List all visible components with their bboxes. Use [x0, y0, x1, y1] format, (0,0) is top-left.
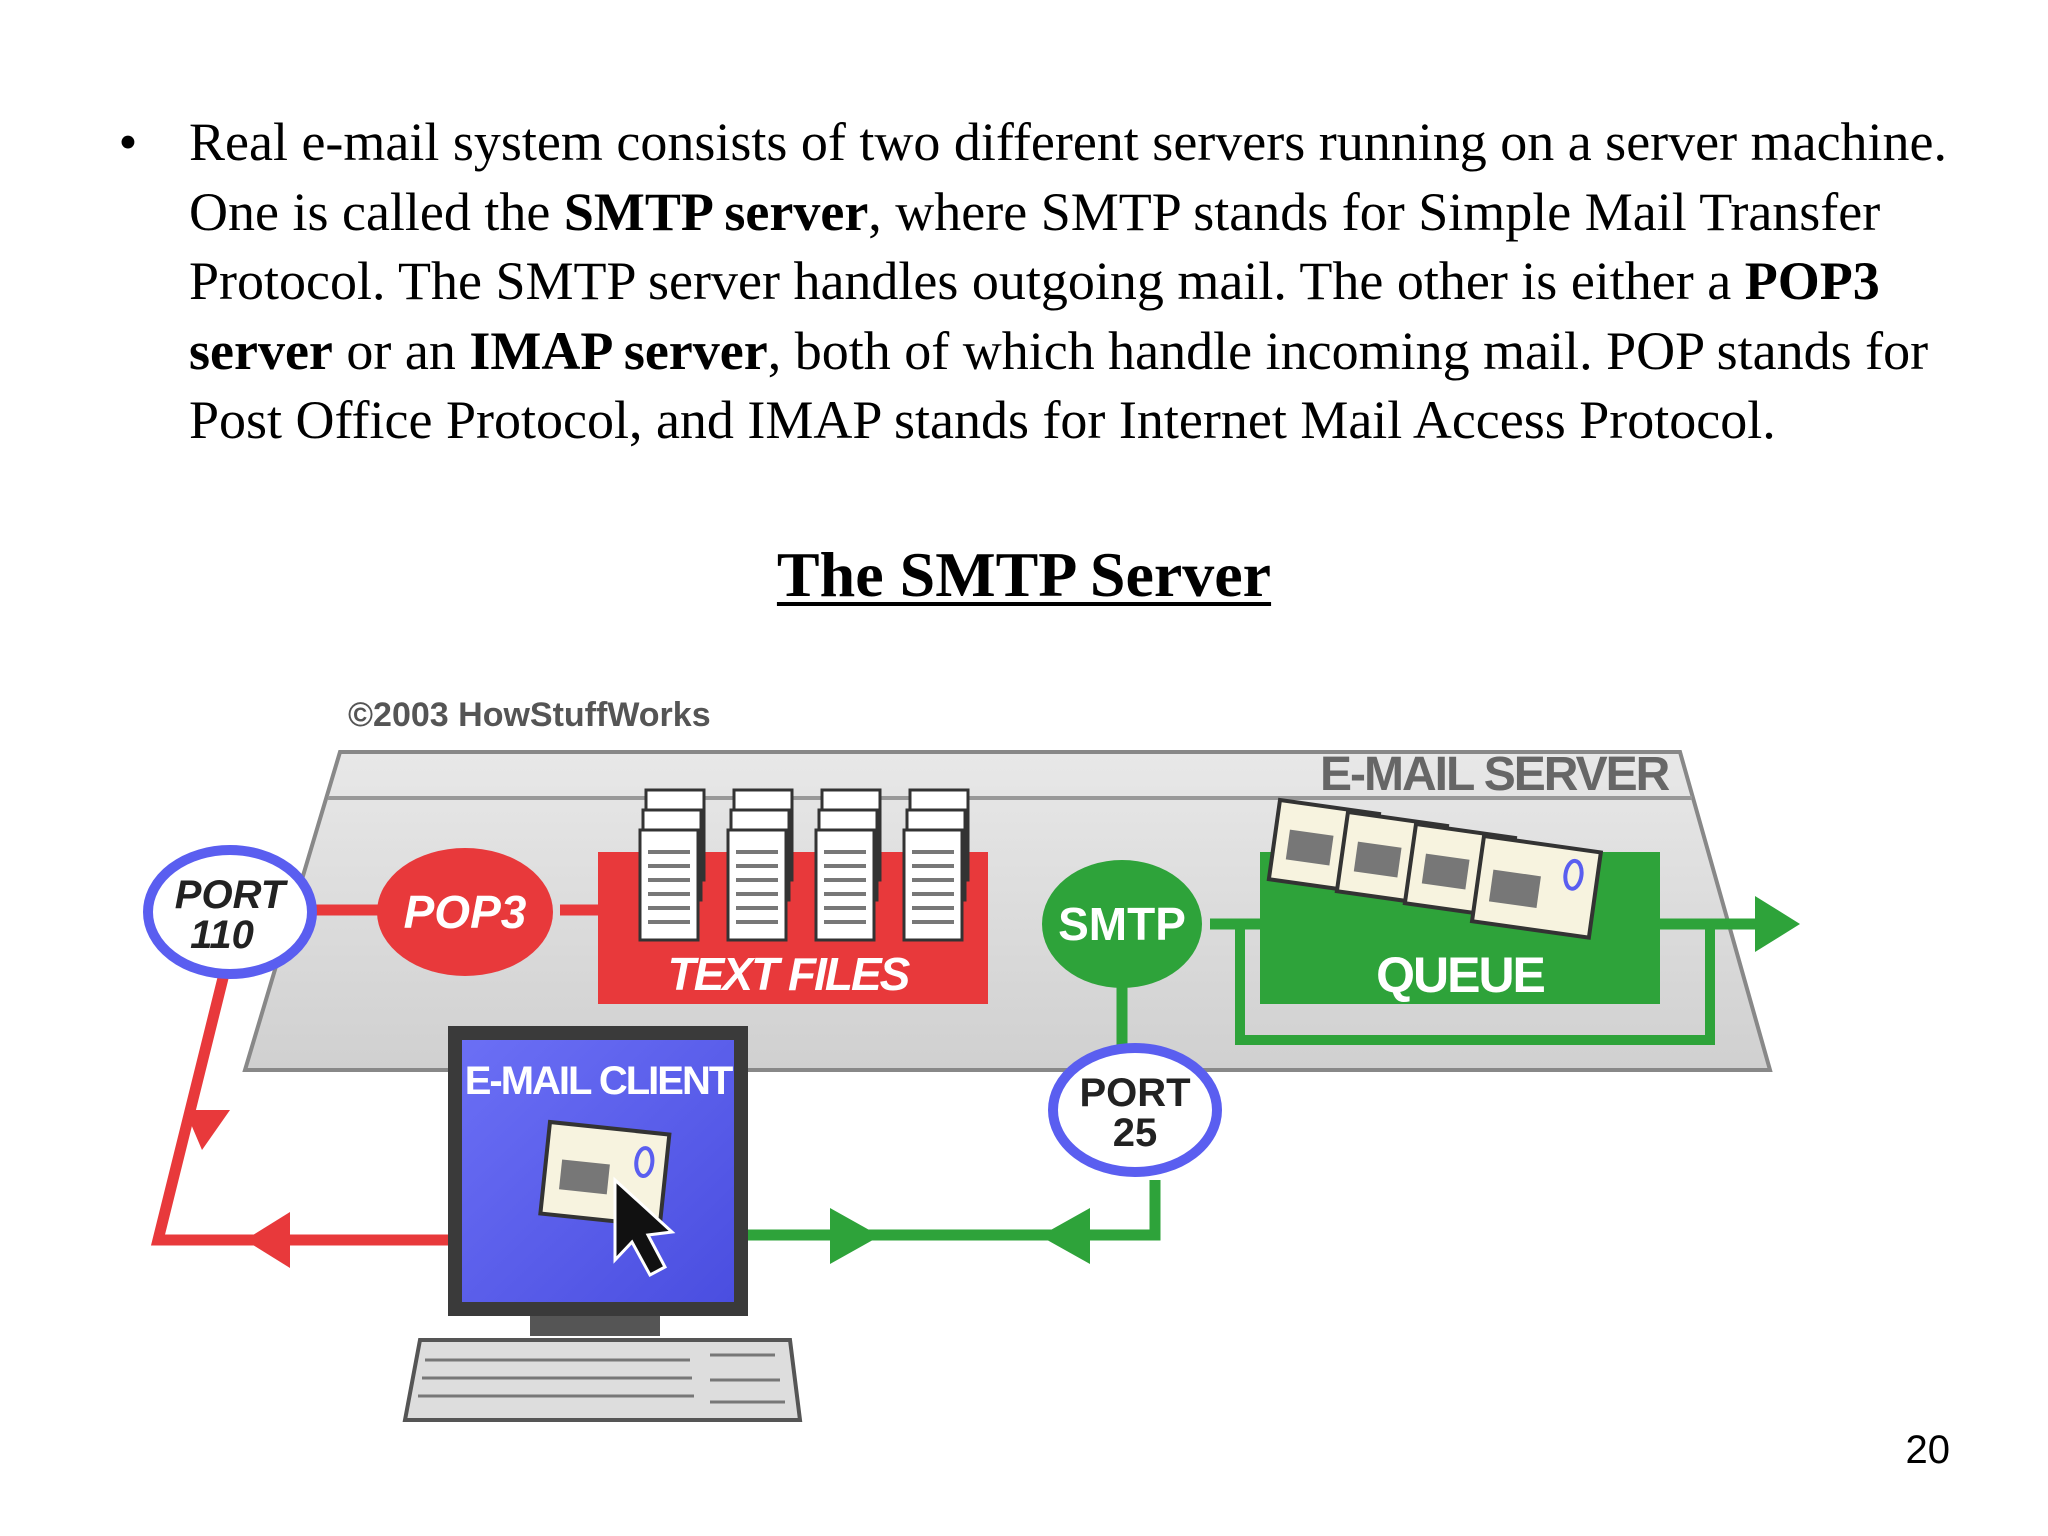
copyright-text: ©2003 HowStuffWorks — [348, 696, 711, 734]
queue-label: QUEUE — [1376, 947, 1544, 1003]
bullet-text: Real e-mail system consists of two diffe… — [189, 108, 2009, 456]
text-segment: Real e-mail system consists of two diffe… — [189, 112, 1948, 242]
page-number: 20 — [1905, 1428, 1951, 1472]
pop3-badge — [377, 848, 553, 976]
keyboard-keys — [418, 1353, 785, 1404]
bullet-symbol: • — [118, 112, 138, 172]
port-110-line2: 110 — [190, 913, 254, 957]
queued-envelopes — [1266, 797, 1604, 940]
file-stacks — [638, 788, 970, 942]
green-arrow-right-client — [830, 1208, 880, 1264]
port-110-badge — [143, 845, 317, 979]
green-path — [745, 918, 1760, 1241]
port-25-line1: PORT — [1079, 1071, 1190, 1115]
green-arrow-right-exit — [1755, 896, 1800, 952]
text-segment: , both of which handle incoming mail. PO… — [189, 320, 1929, 451]
port-25-badge — [1048, 1043, 1222, 1177]
smtp-diagram: ©2003 HowStuffWorks E-MAIL SERVER PORT 1… — [130, 680, 1810, 1440]
text-segment: , where SMTP stands for Simple Mail Tran… — [189, 181, 1881, 312]
red-arrow-left — [245, 1212, 290, 1268]
green-arrow-left-port — [1040, 1208, 1090, 1264]
text-segment: or an — [332, 320, 470, 381]
cursor-icon — [613, 1176, 676, 1278]
monitor-stand — [530, 1316, 660, 1336]
text-files-label: TEXT FILES — [668, 948, 911, 1000]
email-client-label: E-MAIL CLIENT — [465, 1059, 733, 1103]
section-heading: The SMTP Server — [776, 539, 1272, 610]
computer-illustration: E-MAIL CLIENT — [402, 1026, 803, 1422]
port-110-line1: PORT — [175, 873, 289, 917]
email-server-label: E-MAIL SERVER — [1320, 748, 1670, 801]
port-25-line2: 25 — [1113, 1111, 1158, 1155]
smtp-badge — [1042, 860, 1202, 988]
pop3-server-term: POP3 server — [189, 251, 1880, 381]
pop3-label: POP3 — [404, 886, 527, 938]
red-arrow-down — [185, 1110, 230, 1150]
smtp-server-term: SMTP server — [563, 181, 869, 242]
imap-server-term: IMAP server — [469, 320, 768, 381]
smtp-label: SMTP — [1058, 898, 1186, 950]
